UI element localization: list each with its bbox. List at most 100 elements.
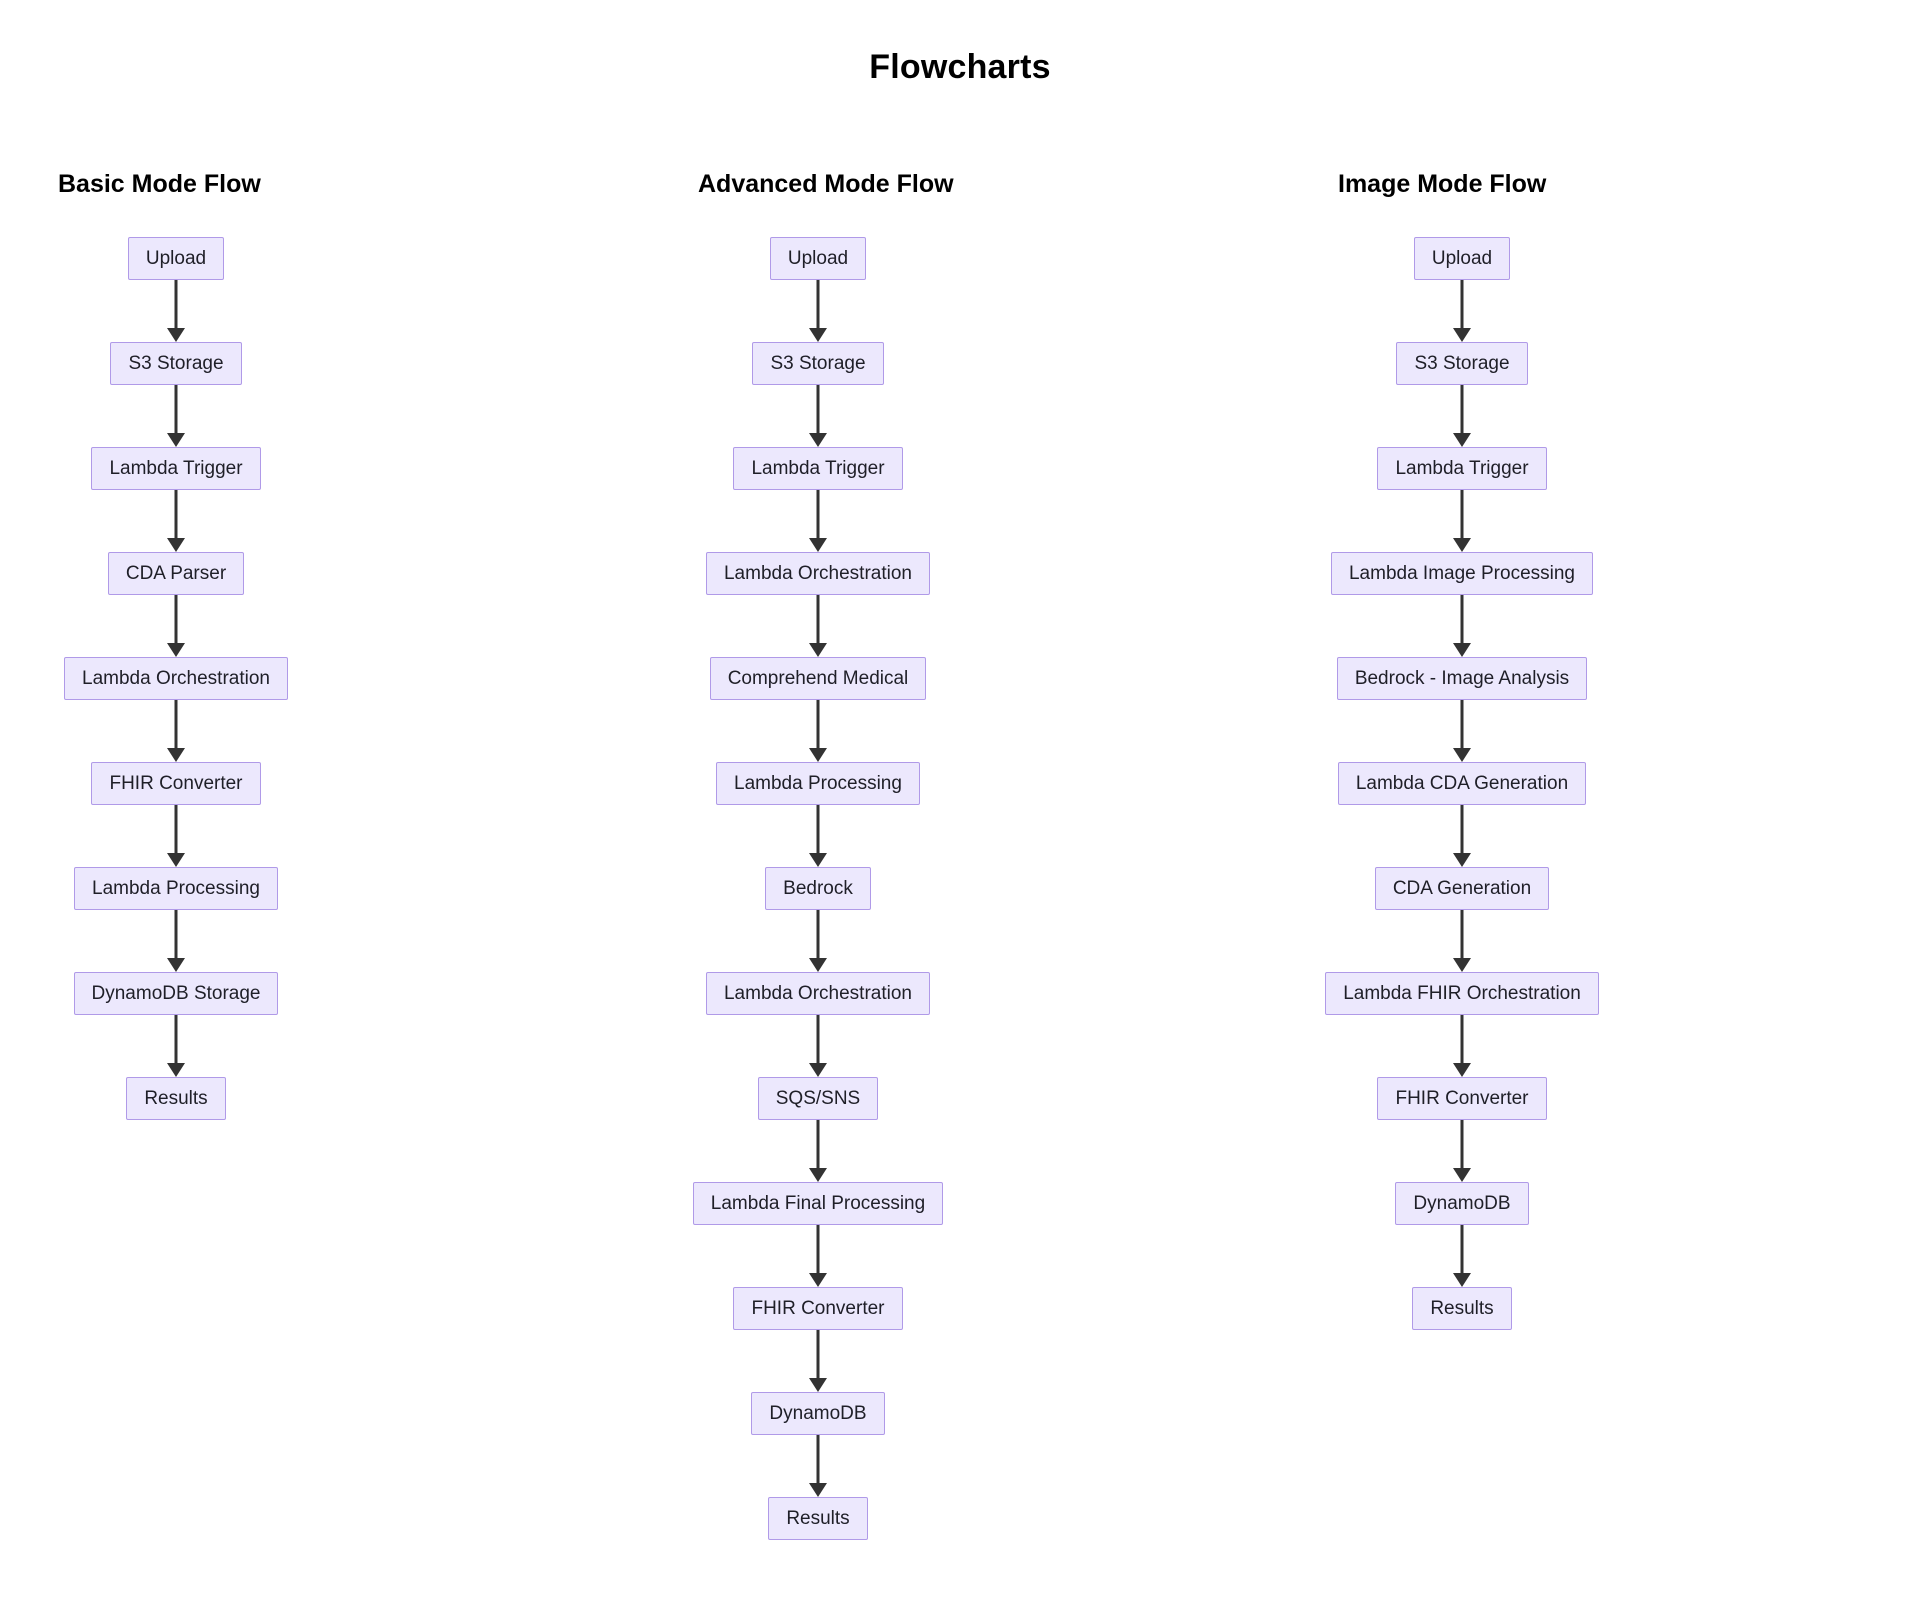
arrow-shaft — [1460, 385, 1464, 435]
arrow-head — [1453, 433, 1471, 447]
flow-arrow-icon — [808, 1225, 827, 1287]
flow-arrow-icon — [808, 910, 827, 972]
flow-node[interactable]: FHIR Converter — [733, 1287, 903, 1330]
flow-arrow-icon — [808, 1120, 827, 1182]
arrow-shaft — [816, 1435, 820, 1485]
flow-node[interactable]: Lambda Orchestration — [705, 972, 930, 1015]
arrow-shaft — [816, 490, 820, 540]
arrow-shaft — [1460, 700, 1464, 750]
arrow-shaft — [816, 700, 820, 750]
arrow-shaft — [1460, 1225, 1464, 1275]
arrow-shaft — [1460, 1120, 1464, 1170]
arrow-head — [167, 1063, 185, 1077]
flow-arrow-icon — [167, 1015, 185, 1077]
flow-node[interactable]: Upload — [769, 237, 867, 280]
arrow-shaft — [816, 280, 820, 330]
arrow-shaft — [816, 1120, 820, 1170]
flow-node[interactable]: Upload — [1413, 237, 1511, 280]
arrow-head — [808, 853, 827, 867]
flow-node[interactable]: Lambda CDA Generation — [1337, 762, 1587, 805]
arrow-head — [1453, 1168, 1471, 1182]
flow-node[interactable]: DynamoDB Storage — [73, 972, 279, 1015]
flow-node[interactable]: Lambda Orchestration — [64, 657, 288, 700]
arrow-head — [808, 433, 827, 447]
flow-arrow-icon — [167, 910, 185, 972]
arrow-head — [808, 643, 827, 657]
flow-arrow-icon — [1453, 700, 1471, 762]
arrow-head — [1453, 958, 1471, 972]
arrow-shaft — [1460, 595, 1464, 645]
flow-arrow-icon — [167, 490, 185, 552]
flow-node[interactable]: S3 Storage — [752, 342, 884, 385]
column-title: Advanced Mode Flow — [698, 170, 954, 198]
flow-node[interactable]: Lambda FHIR Orchestration — [1325, 972, 1599, 1015]
arrow-shaft — [174, 490, 178, 540]
arrow-shaft — [816, 910, 820, 960]
flow-node[interactable]: Lambda Processing — [74, 867, 278, 910]
flow-node[interactable]: CDA Generation — [1374, 867, 1550, 910]
arrow-head — [167, 538, 185, 552]
arrow-head — [808, 1063, 827, 1077]
flow-node[interactable]: DynamoDB — [751, 1392, 885, 1435]
flow-node[interactable]: Lambda Final Processing — [692, 1182, 944, 1225]
arrow-shaft — [174, 700, 178, 750]
flow-arrow-icon — [167, 595, 185, 657]
flow-node[interactable]: FHIR Converter — [91, 762, 261, 805]
flow-node[interactable]: Results — [126, 1077, 226, 1120]
arrow-shaft — [1460, 1015, 1464, 1065]
arrow-head — [808, 1483, 827, 1497]
arrow-head — [1453, 643, 1471, 657]
flow-arrow-icon — [1453, 1120, 1471, 1182]
arrow-shaft — [816, 385, 820, 435]
arrow-shaft — [174, 595, 178, 645]
arrow-shaft — [174, 385, 178, 435]
arrow-shaft — [816, 1330, 820, 1380]
arrow-shaft — [816, 1015, 820, 1065]
arrow-head — [808, 328, 827, 342]
flow-node[interactable]: DynamoDB — [1395, 1182, 1529, 1225]
arrow-head — [808, 958, 827, 972]
arrow-head — [808, 1378, 827, 1392]
arrow-head — [808, 1273, 827, 1287]
arrow-head — [1453, 748, 1471, 762]
flow-node[interactable]: Results — [768, 1497, 868, 1540]
flow-node[interactable]: Lambda Orchestration — [705, 552, 930, 595]
flow-node[interactable]: Lambda Trigger — [91, 447, 261, 490]
flow-node[interactable]: Results — [1412, 1287, 1512, 1330]
flow-arrow-icon — [1453, 805, 1471, 867]
flow-arrow-icon — [808, 280, 827, 342]
flow-arrow-icon — [808, 490, 827, 552]
flow-node[interactable]: S3 Storage — [1396, 342, 1528, 385]
flow-node[interactable]: Bedrock — [765, 867, 871, 910]
flow-node[interactable]: CDA Parser — [107, 552, 245, 595]
arrow-head — [167, 433, 185, 447]
flow-node[interactable]: S3 Storage — [110, 342, 242, 385]
flow-node[interactable]: SQS/SNS — [757, 1077, 879, 1120]
flow-node[interactable]: Lambda Trigger — [1377, 447, 1547, 490]
arrow-head — [1453, 328, 1471, 342]
arrow-head — [808, 538, 827, 552]
flow-arrow-icon — [808, 1435, 827, 1497]
flow-node[interactable]: Lambda Processing — [716, 762, 920, 805]
arrow-shaft — [1460, 910, 1464, 960]
arrow-shaft — [816, 1225, 820, 1275]
arrow-shaft — [816, 595, 820, 645]
arrow-shaft — [816, 805, 820, 855]
flow-arrow-icon — [808, 595, 827, 657]
flow-arrow-icon — [167, 280, 185, 342]
flow-arrow-icon — [1453, 490, 1471, 552]
flow-node[interactable]: Lambda Image Processing — [1330, 552, 1593, 595]
arrow-head — [808, 1168, 827, 1182]
flow-node[interactable]: Lambda Trigger — [733, 447, 903, 490]
arrow-shaft — [1460, 490, 1464, 540]
arrow-head — [167, 853, 185, 867]
flow-arrow-icon — [1453, 385, 1471, 447]
flow-node[interactable]: Upload — [127, 237, 225, 280]
flow-node[interactable]: FHIR Converter — [1377, 1077, 1547, 1120]
arrow-head — [808, 748, 827, 762]
flow-node[interactable]: Comprehend Medical — [709, 657, 927, 700]
flow-node[interactable]: Bedrock - Image Analysis — [1336, 657, 1588, 700]
